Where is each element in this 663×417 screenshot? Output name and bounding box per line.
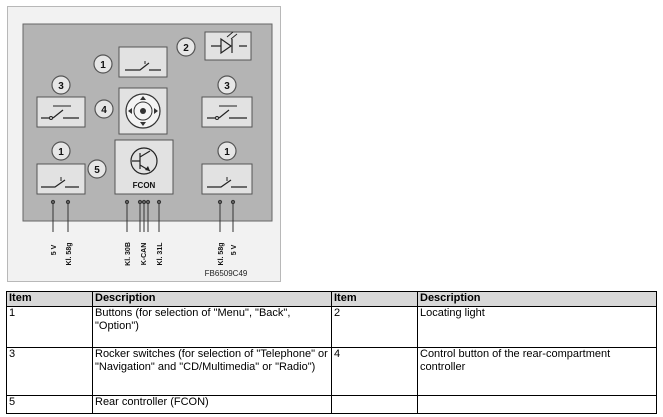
control-button-joystick-icon [118,87,168,135]
header-description: Description [417,291,657,307]
legend-table: Item Description Item Description 1 Butt… [6,291,657,414]
rocker-switch-right [201,96,253,128]
callout-2: 2 [176,37,196,57]
item-number: 2 [331,306,418,348]
callout-5: 5 [87,159,107,179]
svg-text:4: 4 [101,105,107,116]
item-number: 4 [331,347,418,396]
connector-label-5v-right: 5 V [231,244,238,255]
connector-label-kcan: K-CAN [141,243,148,266]
connector-label-5v-left: 5 V [51,244,58,255]
connector-label-kl58g-right: Kl. 58g [218,243,225,266]
svg-text:3: 3 [224,81,230,92]
table-row: 5 Rear controller (FCON) [6,395,657,414]
item-number [331,395,418,414]
svg-text:5: 5 [94,165,100,176]
rear-controller-fcon: FCON [114,139,174,195]
callout-3-left: 3 [51,75,71,95]
callout-4: 4 [94,99,114,119]
item-description: Buttons (for selection of "Menu", "Back"… [92,306,332,348]
item-number: 3 [6,347,93,396]
figure-code: FB6509C49 [205,269,248,278]
connector-label-kl31l: Kl. 31L [157,242,164,266]
svg-text:1: 1 [100,60,106,71]
callout-1-left: 1 [51,141,71,161]
connector-label-kl30b: Kl. 30B [125,242,132,266]
item-description: Control button of the rear-compartment c… [417,347,657,396]
header-item: Item [6,291,93,307]
svg-text:1: 1 [224,147,230,158]
button-back [36,163,86,195]
item-description: Rocker switches (for selection of "Telep… [92,347,332,396]
item-description: Locating light [417,306,657,348]
item-description [417,395,657,414]
locating-light-led-icon [204,31,252,61]
item-number: 5 [6,395,93,414]
svg-text:2: 2 [183,43,189,54]
svg-text:1: 1 [58,147,64,158]
callout-3-right: 3 [217,75,237,95]
button-option [201,163,253,195]
header-item: Item [331,291,418,307]
svg-text:3: 3 [58,81,64,92]
rocker-switch-left [36,96,86,128]
callout-1-top: 1 [93,54,113,74]
wiring-diagram: 1 2 3 4 3 [7,6,281,282]
item-description: Rear controller (FCON) [92,395,332,414]
connector-label-kl58g-left: Kl. 58g [66,243,73,266]
button-menu [118,46,168,78]
fcon-label: FCON [133,181,156,190]
table-row: 1 Buttons (for selection of "Menu", "Bac… [6,306,657,348]
legend-header-row: Item Description Item Description [6,291,657,307]
connector-wires [50,199,236,232]
item-number: 1 [6,306,93,348]
table-row: 3 Rocker switches (for selection of "Tel… [6,347,657,396]
callout-1-right: 1 [217,141,237,161]
header-description: Description [92,291,332,307]
